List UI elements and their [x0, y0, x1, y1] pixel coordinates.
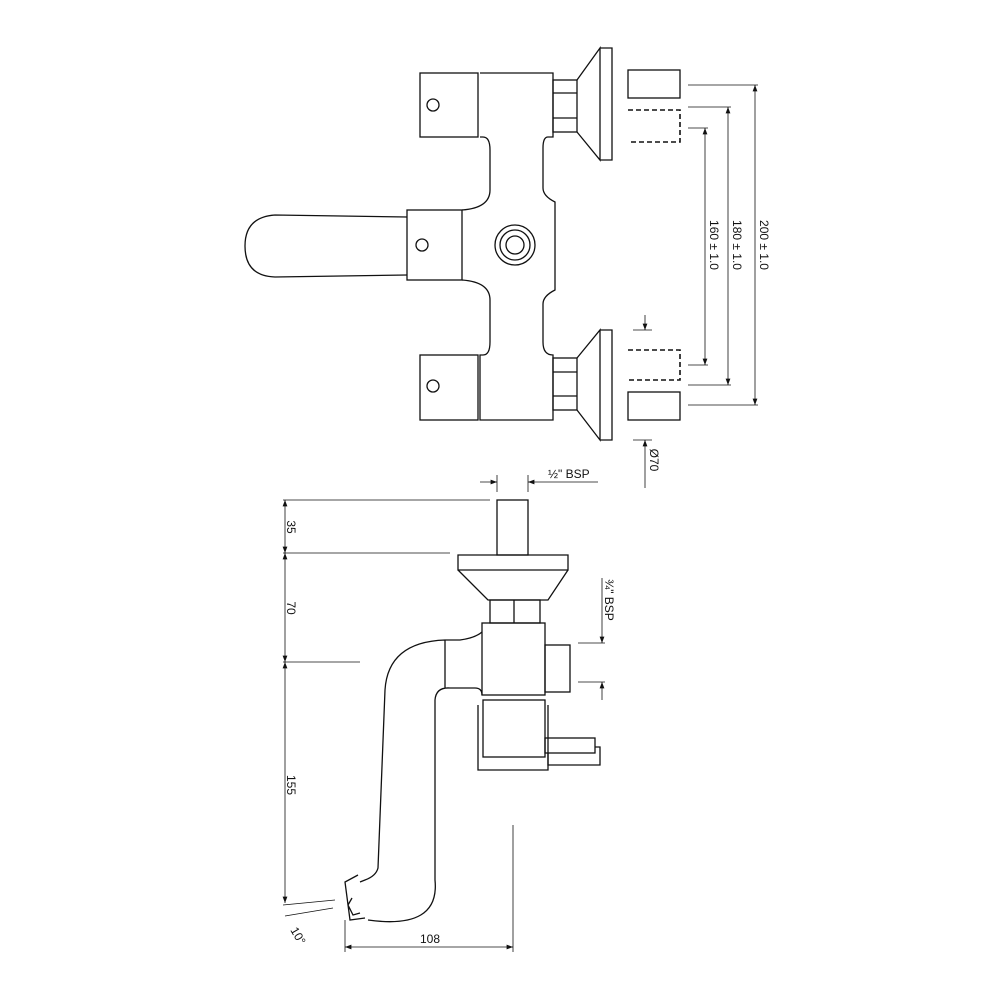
dimension-label: 35: [284, 520, 298, 534]
dimension-label: 200 ± 1.0: [757, 220, 771, 270]
handle-block: [482, 699, 546, 758]
side-view: ½" BSP ¾" BSP 35 70 155 10° 108: [282, 467, 616, 952]
outlet-fitting: [544, 644, 571, 693]
dimension-160: 160 ± 1.0: [688, 127, 721, 366]
valve-body: [481, 622, 546, 696]
dimension-label: ¾" BSP: [602, 579, 616, 621]
dimension-inlet-thread: ½" BSP: [480, 467, 598, 492]
hex-nut-upper: [552, 79, 578, 133]
lever-handle: [244, 214, 408, 278]
center-fitting: [494, 224, 536, 266]
dimension-180: 180 ± 1.0: [688, 106, 744, 386]
dimension-200: 200 ± 1.0: [688, 84, 771, 406]
dimension-outlet-thread: ¾" BSP: [578, 578, 616, 700]
flange-lower: [576, 328, 613, 442]
handle-hole-icon: [415, 238, 429, 252]
cap-hole-icon: [426, 379, 440, 393]
inlet-pipe-lower: [627, 391, 681, 421]
inlet-pipe-lower-hidden: [628, 349, 681, 381]
dimension-label: ½" BSP: [548, 467, 590, 481]
dimension-label: 180 ± 1.0: [730, 220, 744, 270]
dimension-heights: 35 70 155: [282, 499, 490, 906]
top-cap-upper: [419, 72, 479, 138]
dimension-label: 155: [284, 775, 298, 795]
dimension-diameter: Ø70: [633, 315, 661, 488]
valve-body: [461, 72, 556, 421]
dimension-label: 108: [420, 932, 440, 946]
inlet-pipe: [496, 499, 529, 556]
inlet-pipe-upper-hidden: [628, 109, 681, 143]
top-cap-lower: [419, 354, 479, 421]
dimension-label: Ø70: [647, 449, 661, 472]
dimension-width: 108: [344, 825, 514, 952]
handle-block: [406, 209, 463, 281]
handle-base: [477, 705, 549, 771]
inlet-pipe-upper: [627, 69, 681, 99]
flange-upper: [576, 45, 613, 162]
hex-nut-lower: [552, 357, 578, 411]
lever: [544, 737, 596, 754]
cap-hole-icon: [426, 98, 440, 112]
dimension-label: 10°: [287, 925, 308, 948]
dimension-label: 160 ± 1.0: [707, 220, 721, 270]
lever-end: [547, 746, 601, 766]
dimension-angle: 10°: [284, 907, 334, 948]
dimension-label: 70: [284, 601, 298, 615]
hex-nut: [489, 599, 541, 624]
flange: [457, 554, 569, 601]
top-view: 200 ± 1.0 180 ± 1.0 160 ± 1.0 Ø70: [244, 45, 771, 488]
spout: [344, 631, 483, 923]
